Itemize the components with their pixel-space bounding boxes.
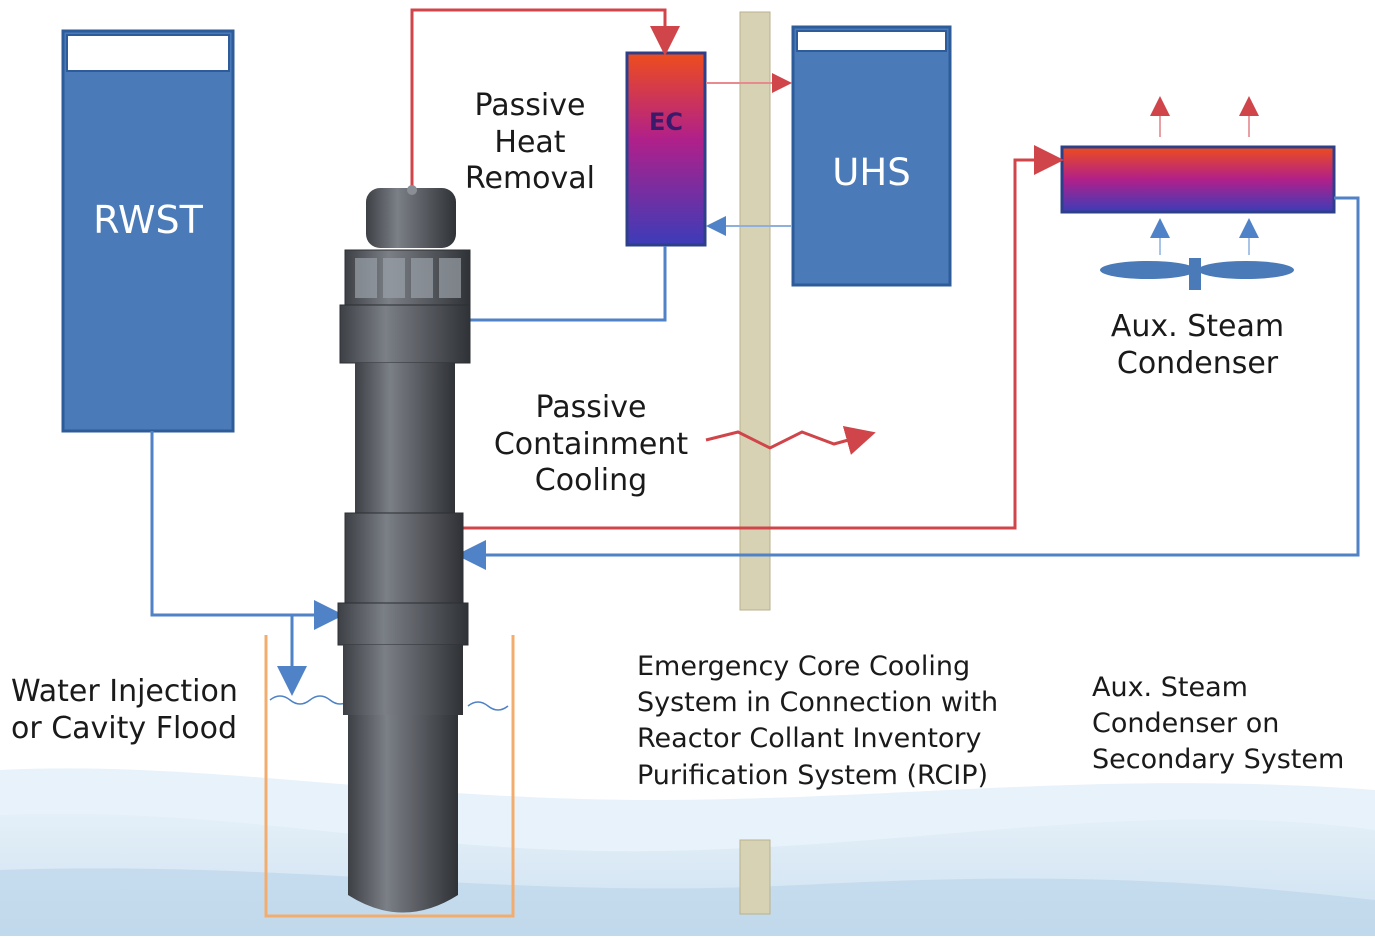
acs-line-3: Secondary System xyxy=(1092,744,1345,776)
eccs-line-1: Emergency Core Cooling xyxy=(637,651,971,682)
phr-line-3: Removal xyxy=(464,161,595,197)
water-background xyxy=(0,768,1375,936)
aux-return-line xyxy=(456,196,1360,570)
phr-return-line xyxy=(468,246,667,322)
asc-line-1: Aux. Steam xyxy=(1110,309,1285,344)
pcc-line-2: Containment xyxy=(493,426,689,462)
phr-steam-line xyxy=(410,8,680,188)
aux-steam-condenser-label: Aux. Steam Condenser xyxy=(1090,309,1305,382)
eccs-label: Emergency Core Cooling System in Connect… xyxy=(637,649,998,794)
eccs-line-4: Purification System (RCIP) xyxy=(637,759,989,791)
fan-icon xyxy=(1100,258,1294,290)
wi-line-1: Water Injection xyxy=(11,674,238,709)
reactor-vessel xyxy=(337,185,471,913)
uhs-tank xyxy=(791,25,952,287)
airflow-arrows xyxy=(1150,96,1259,255)
acs-line-2: Condenser on xyxy=(1092,708,1280,740)
uhs-label: UHS xyxy=(832,151,911,194)
phr-line-2: Heat xyxy=(494,124,566,160)
aux-steam-line xyxy=(462,145,1064,530)
containment-wall-upper xyxy=(739,11,771,611)
rwst-injection-line xyxy=(150,431,344,630)
asc-line-2: Condenser xyxy=(1116,345,1279,381)
water-injection-label: Water Injection or Cavity Flood xyxy=(11,674,238,747)
passive-heat-removal-label: Passive Heat Removal xyxy=(455,88,605,198)
passive-containment-cooling-label: Passive Containment Cooling xyxy=(482,390,700,500)
rwst-label: RWST xyxy=(93,198,203,242)
pcc-line-1: Passive xyxy=(535,390,647,425)
acs-line-1: Aux. Steam xyxy=(1092,672,1248,703)
phr-line-1: Passive xyxy=(474,88,586,123)
emergency-condenser xyxy=(625,51,707,247)
containment-cooling-zigzag xyxy=(705,425,876,455)
reactor-pool xyxy=(264,635,515,918)
pcc-line-3: Cooling xyxy=(534,463,648,499)
aux-steam-condenser xyxy=(1060,145,1336,214)
eccs-line-3: Reactor Collant Inventory xyxy=(637,723,982,755)
aux-condenser-secondary-label: Aux. Steam Condenser on Secondary System xyxy=(1092,670,1344,779)
wi-line-2: or Cavity Flood xyxy=(11,710,238,746)
rwst-tank xyxy=(61,29,235,433)
ec-label: EC xyxy=(648,108,683,136)
containment-wall-lower xyxy=(739,839,771,915)
eccs-line-2: System in Connection with xyxy=(637,687,999,719)
